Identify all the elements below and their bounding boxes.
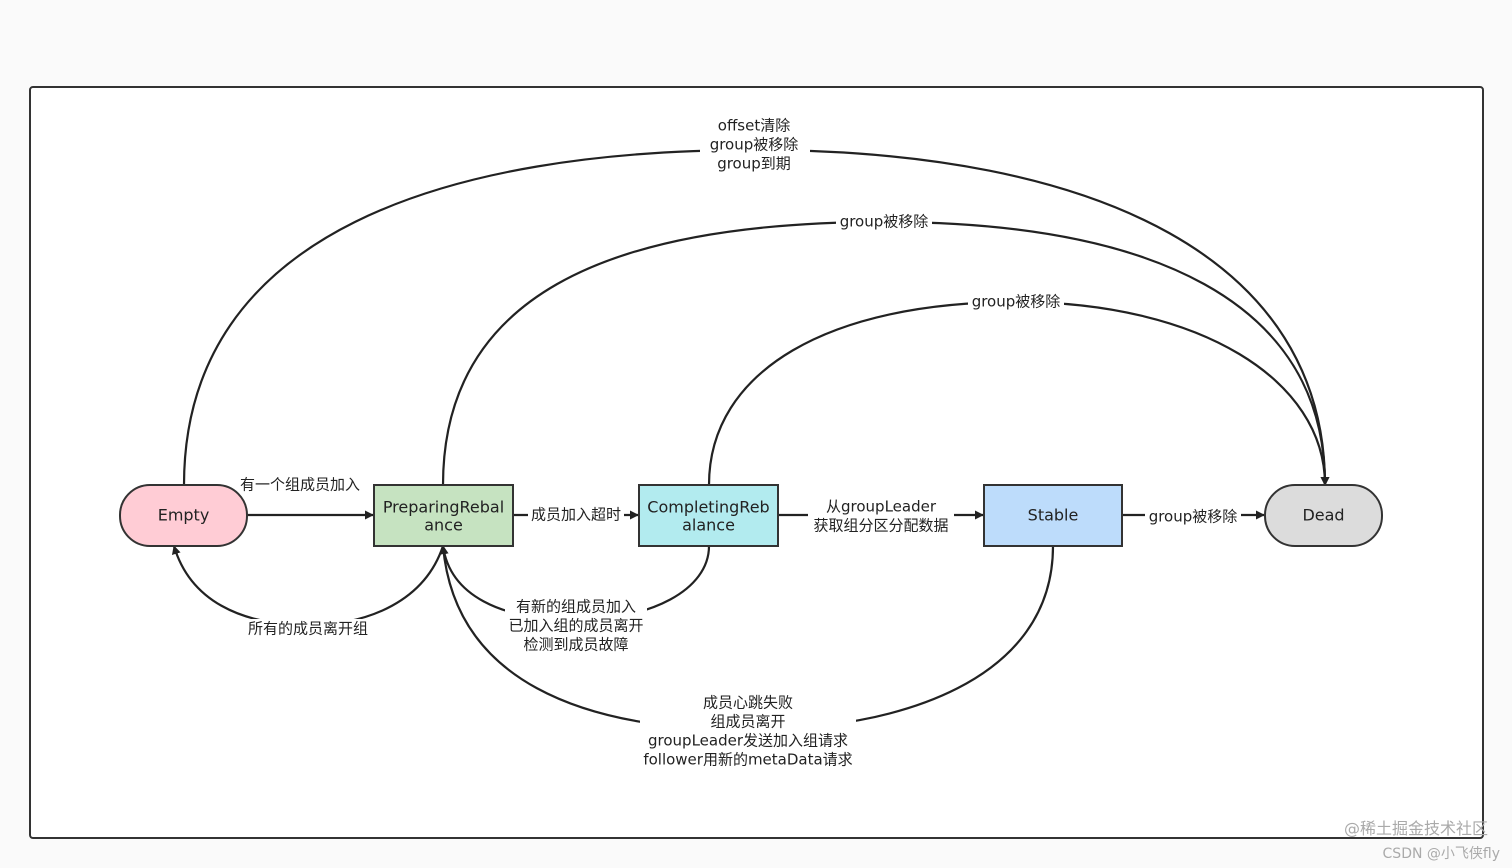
label-preparing-to-empty-text: 所有的成员离开组 [248,620,368,638]
label-completing-to-preparing-line2: 已加入组的成员离开 [508,617,643,635]
node-dead[interactable]: Dead [1264,484,1383,547]
label-stable-to-preparing: 成员心跳失败 组成员离开 groupLeader发送加入组请求 follower… [640,693,856,769]
label-stable-to-preparing-line1: 成员心跳失败 [703,694,793,712]
label-stable-to-preparing-line3: groupLeader发送加入组请求 [648,732,848,750]
label-stable-to-dead: group被移除 [1145,507,1241,527]
node-empty-label: Empty [158,506,210,525]
label-preparing-to-empty: 所有的成员离开组 [243,619,373,639]
node-preparing-label-line1: PreparingRebal [383,498,504,517]
label-preparing-to-dead-text: group被移除 [840,213,929,231]
label-preparing-to-completing: 成员加入超时 [528,505,624,525]
watermark: @稀土掘金技术社区 CSDN @小飞侠fly [1344,819,1500,862]
label-completing-to-stable-line2: 获取组分区分配数据 [813,517,948,535]
node-stable[interactable]: Stable [983,484,1123,547]
watermark-line2: CSDN @小飞侠fly [1383,846,1500,862]
label-empty-to-dead-line2: group被移除 [710,136,799,154]
node-empty[interactable]: Empty [119,484,248,547]
label-completing-to-stable-line1: 从groupLeader [826,498,937,516]
label-stable-to-preparing-line4: follower用新的metaData请求 [643,751,852,769]
node-dead-label: Dead [1302,506,1344,525]
label-stable-to-preparing-line2: 组成员离开 [710,713,785,731]
label-empty-to-dead: offset清除 group被移除 group到期 [700,116,810,173]
label-stable-to-dead-text: group被移除 [1149,508,1238,526]
label-empty-to-preparing: 有一个组成员加入 [240,476,360,494]
node-preparing-label-line2: ance [424,516,463,535]
label-empty-to-preparing-text: 有一个组成员加入 [240,476,360,494]
diagram-frame [29,86,1484,839]
watermark-line1: @稀土掘金技术社区 [1344,819,1488,838]
label-completing-to-dead-text: group被移除 [972,293,1061,311]
node-stable-label: Stable [1028,506,1079,525]
label-preparing-to-dead: group被移除 [836,212,932,232]
label-completing-to-dead: group被移除 [968,292,1064,312]
node-completing-label-line1: CompletingReb [647,498,769,517]
label-preparing-to-completing-text: 成员加入超时 [531,506,621,524]
node-completing-rebalance[interactable]: CompletingReb alance [638,484,779,547]
label-completing-to-preparing: 有新的组成员加入 已加入组的成员离开 检测到成员故障 [505,597,647,654]
label-empty-to-dead-line3: group到期 [717,155,791,173]
label-completing-to-stable: 从groupLeader 获取组分区分配数据 [808,497,954,537]
node-preparing-rebalance[interactable]: PreparingRebal ance [373,484,514,547]
label-empty-to-dead-line1: offset清除 [718,117,790,135]
label-completing-to-preparing-line3: 检测到成员故障 [523,636,628,654]
label-completing-to-preparing-line1: 有新的组成员加入 [516,598,636,616]
node-completing-label-line2: alance [682,516,735,535]
